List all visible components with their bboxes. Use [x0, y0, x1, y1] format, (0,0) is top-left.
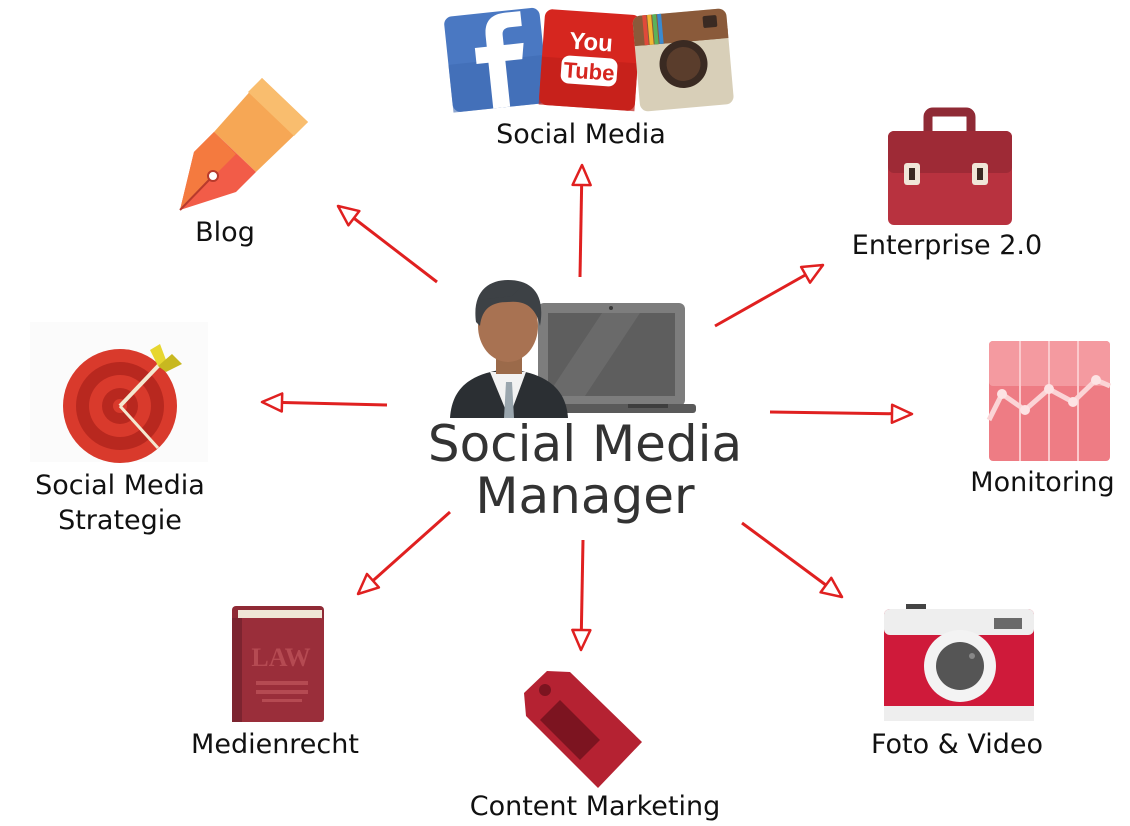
label-enterprise: Enterprise 2.0 — [851, 230, 1043, 261]
arrow-to-enterprise — [714, 263, 825, 328]
youtube-text-you: You — [568, 28, 613, 58]
arrow-to-content — [571, 539, 592, 652]
center-title-line1: Social Media — [427, 415, 743, 473]
label-strategy-line1: Social Media — [35, 470, 205, 501]
arrow-to-law — [356, 510, 451, 596]
arrows — [260, 163, 914, 652]
facebook-icon — [444, 7, 549, 113]
arrow-to-monitoring — [769, 403, 914, 424]
line-chart-icon — [986, 341, 1111, 461]
laptop-icon — [530, 303, 696, 413]
law-book-icon: LAW — [232, 606, 324, 722]
arrow-to-photo — [741, 521, 844, 599]
label-content: Content Marketing — [469, 791, 721, 822]
arrow-to-strategy — [260, 392, 388, 413]
center-title: Social Media Manager — [385, 418, 785, 522]
label-social-media: Social Media — [496, 119, 666, 150]
manager-icon — [450, 280, 696, 418]
label-law: Medienrecht — [191, 729, 359, 760]
briefcase-icon — [888, 107, 1012, 225]
center-title-line2: Manager — [475, 467, 695, 525]
arrow-to-blog — [336, 204, 438, 284]
arrow-to-social-media — [571, 163, 592, 278]
youtube-icon: You Tube — [538, 9, 641, 112]
law-book-text: LAW — [251, 643, 310, 672]
label-monitoring: Monitoring — [970, 467, 1115, 498]
target-icon — [30, 322, 208, 463]
label-strategy-line2: Strategie — [58, 505, 182, 536]
label-photo: Foto & Video — [870, 729, 1044, 760]
label-blog: Blog — [195, 217, 255, 248]
instagram-icon — [632, 8, 734, 112]
pen-nib-icon — [179, 78, 308, 211]
price-tag-icon — [524, 671, 642, 788]
camera-icon — [884, 604, 1034, 721]
youtube-text-tube: Tube — [563, 57, 616, 85]
